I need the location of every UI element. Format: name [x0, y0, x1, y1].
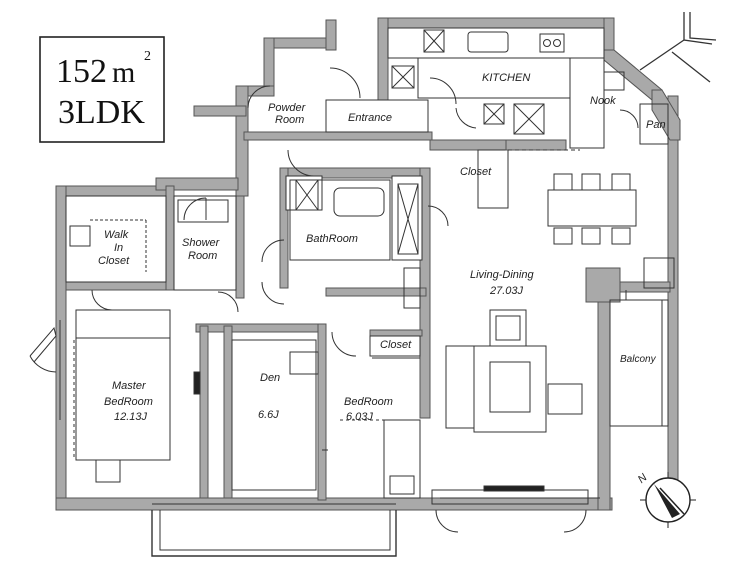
label-walk-in-closet: Walk — [104, 229, 129, 241]
label-balcony: Balcony — [620, 354, 657, 365]
label-powder-room: Powder — [268, 102, 307, 114]
summary-box — [39, 36, 165, 143]
layout-type: 3LDK — [58, 94, 145, 131]
label-bedroom-closet: Closet — [380, 339, 412, 351]
compass-rose: N — [636, 472, 696, 528]
room-labels: Powder Room Entrance KITCHEN Nook Pan Cl… — [98, 72, 666, 423]
label-den: Den — [260, 372, 280, 384]
label-bedroom-area: 6.03J — [346, 411, 373, 423]
compass-north-label: N — [636, 472, 650, 486]
label-kitchen-closet: Closet — [460, 166, 492, 178]
area-value: 152 — [56, 53, 107, 90]
balcony-outline — [609, 299, 669, 427]
label-den-area: 6.6J — [258, 409, 279, 421]
label-pantry: Pan — [646, 119, 666, 131]
label-entrance: Entrance — [348, 112, 392, 124]
label-master-bedroom-area: 12.13J — [114, 411, 148, 423]
exterior-lines — [639, 12, 717, 83]
label-bathroom: BathRoom — [306, 233, 358, 245]
label-master-bedroom-2: BedRoom — [104, 396, 153, 408]
label-living-dining: Living-Dining — [470, 269, 534, 281]
label-master-bedroom: Master — [112, 380, 147, 392]
label-powder-room-2: Room — [275, 114, 304, 126]
area-unit-superscript: 2 — [144, 49, 151, 64]
label-walk-in-closet-3: Closet — [98, 255, 130, 267]
label-walk-in-closet-2: In — [114, 242, 123, 254]
bay-outline — [151, 510, 397, 557]
label-shower-room-2: Room — [188, 250, 217, 262]
interior-lines — [29, 27, 675, 533]
walls — [55, 17, 681, 517]
label-shower-room: Shower — [182, 237, 221, 249]
label-kitchen: KITCHEN — [482, 72, 530, 84]
area-unit: m — [112, 56, 135, 89]
label-nook: Nook — [590, 95, 616, 107]
label-living-dining-area: 27.03J — [489, 285, 524, 297]
label-bedroom: BedRoom — [344, 396, 393, 408]
